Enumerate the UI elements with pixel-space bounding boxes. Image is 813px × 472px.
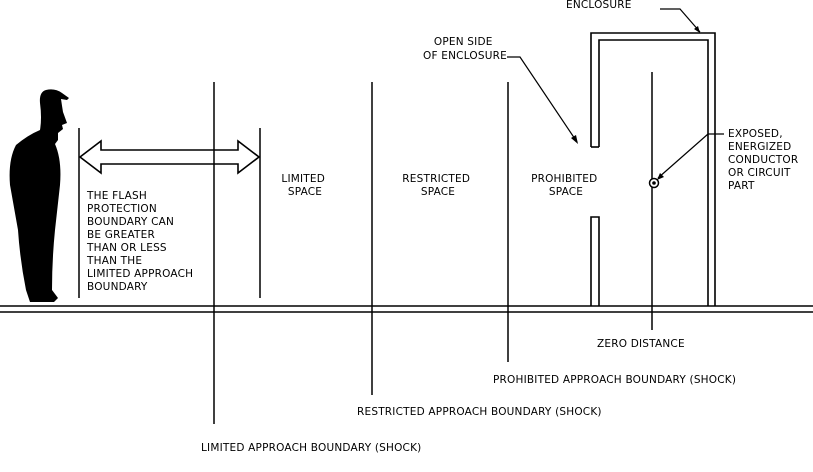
prohibited-space-label: PROHIBITED SPACE <box>531 173 601 198</box>
person-silhouette-icon <box>9 89 70 302</box>
limited-boundary-label: LIMITED APPROACH BOUNDARY (SHOCK) <box>201 442 421 454</box>
open-side-label: OPEN SIDE OF ENCLOSURE <box>423 36 507 62</box>
restricted-space-label: RESTRICTED SPACE <box>402 173 473 198</box>
leader-arrowheads <box>571 26 700 180</box>
zero-distance-label: ZERO DISTANCE <box>597 338 685 350</box>
flash-note-label: THE FLASH PROTECTION BOUNDARY CAN BE GRE… <box>86 190 197 293</box>
restricted-boundary-label: RESTRICTED APPROACH BOUNDARY (SHOCK) <box>357 406 602 418</box>
prohibited-boundary-label: PROHIBITED APPROACH BOUNDARY (SHOCK) <box>493 374 736 386</box>
limited-space-label: LIMITED SPACE <box>281 173 328 198</box>
exposed-conductor-label: EXPOSED, ENERGIZED CONDUCTOR OR CIRCUIT … <box>728 128 802 192</box>
flash-boundary-arrow <box>78 139 261 175</box>
leader-lines <box>507 8 724 179</box>
enclosure-label: ENCLOSURE <box>566 0 632 11</box>
conductor-icon <box>648 177 660 189</box>
enclosure-outline <box>590 32 716 306</box>
